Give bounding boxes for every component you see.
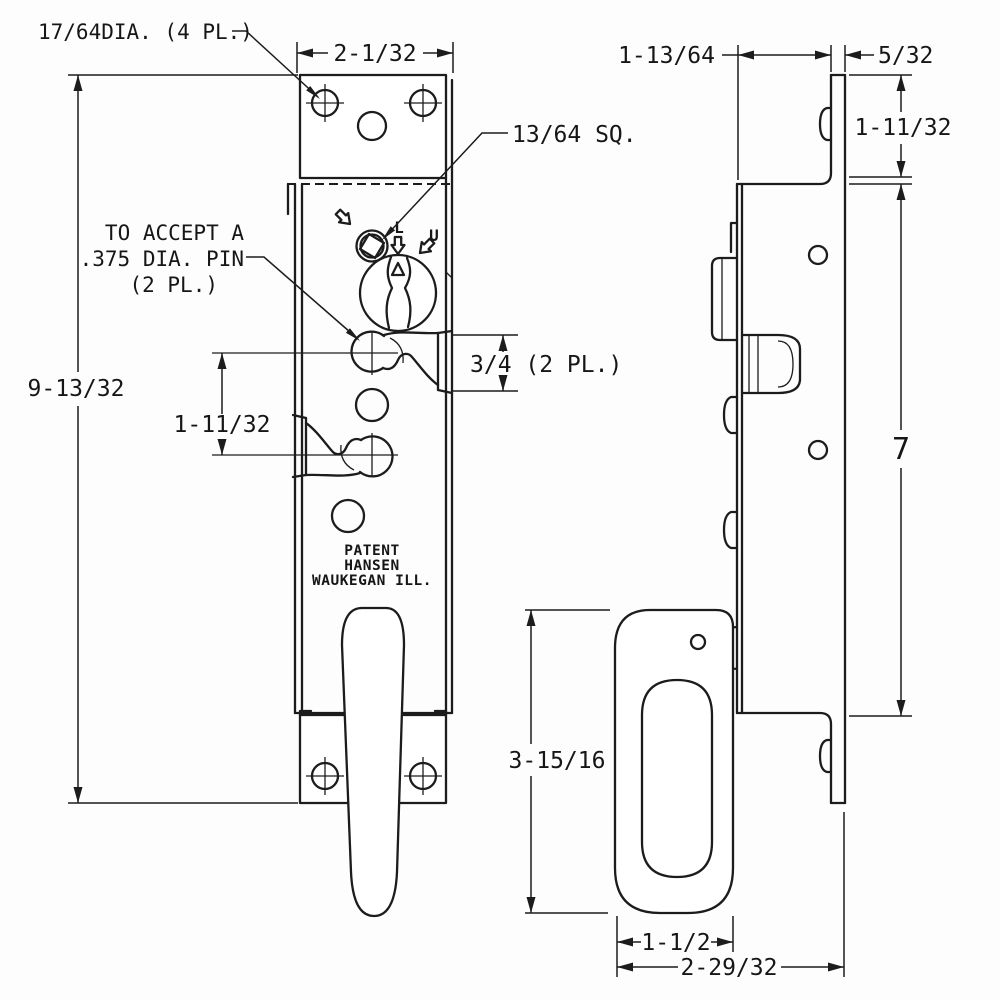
rotation-arrow-icon xyxy=(334,208,352,226)
body-hole xyxy=(354,387,390,423)
cam-mechanism xyxy=(358,253,438,333)
handle-front xyxy=(340,606,406,918)
handle-grip-slot xyxy=(640,678,714,879)
latch-body-side xyxy=(710,73,847,805)
square-hole xyxy=(358,232,386,260)
dim-hook-size-value: 3/4 (2 PL.) xyxy=(470,352,622,378)
dim-top-width: 2-1/32 xyxy=(296,41,454,73)
latch-hook-lower xyxy=(291,413,394,479)
dim-body-height: 7 xyxy=(849,183,912,717)
mounting-hole xyxy=(306,757,344,795)
mounting-hole xyxy=(306,84,344,122)
pin-note-line3: (2 PL.) xyxy=(129,273,218,297)
side-view: 1-13/64 5/32 1-11/32 7 xyxy=(509,43,952,981)
hook-block-side xyxy=(740,333,802,395)
dim-handle-length: 3-15/16 xyxy=(509,609,610,914)
body-hole xyxy=(330,498,366,534)
cam-lock-label: L xyxy=(394,218,404,237)
side-hole xyxy=(807,244,829,266)
dim-offset-width-value: 1-13/64 xyxy=(618,43,715,69)
cam-unlock-label: U xyxy=(429,226,439,245)
pin-note-line1: TO ACCEPT A xyxy=(105,221,244,245)
dim-handle-length-value: 3-15/16 xyxy=(509,748,606,774)
patent-text-line1: PATENT xyxy=(344,543,399,559)
handle-side xyxy=(613,608,735,915)
dim-offset-width: 1-13/64 xyxy=(618,43,846,180)
patent-text-line3: WAUKEGAN ILL. xyxy=(312,573,432,589)
leader-pin-note xyxy=(246,256,360,341)
mounting-plate-top xyxy=(298,73,448,180)
flange-boss xyxy=(818,738,833,774)
latch-hook-upper xyxy=(350,329,454,395)
mounting-hole xyxy=(404,84,442,122)
handle-hole xyxy=(689,633,707,651)
edge-bump xyxy=(722,510,739,550)
side-hole xyxy=(807,439,829,461)
mounting-hole xyxy=(404,757,442,795)
side-tab xyxy=(710,256,739,342)
dia-note: 17/64DIA. (4 PL.) xyxy=(38,20,253,44)
dim-flange-height-value: 1-11/32 xyxy=(855,115,952,141)
dim-overall-height-value: 9-13/32 xyxy=(28,376,125,402)
leader-square-note xyxy=(382,132,508,240)
dim-overall-depth-value: 2-29/32 xyxy=(681,955,778,981)
dim-top-width-value: 2-1/32 xyxy=(333,41,416,67)
square-drive-hole xyxy=(355,229,389,263)
dim-flange-height: 1-11/32 xyxy=(849,74,952,178)
plate-center-hole xyxy=(356,110,388,142)
unlock-direction-arrow-icon xyxy=(418,237,436,255)
cam-index-triangle xyxy=(390,261,406,277)
dim-handle-width: 1-1/2 xyxy=(616,916,734,977)
dim-overall-height: 9-13/32 xyxy=(28,74,298,804)
flange-boss xyxy=(818,106,833,142)
patent-text-line2: HANSEN xyxy=(344,558,399,574)
front-view: L U xyxy=(28,20,637,918)
square-note: 13/64 SQ. xyxy=(512,122,637,148)
dim-hook-size: 3/4 (2 PL.) xyxy=(452,334,622,392)
dim-pin-spacing-value: 1-11/32 xyxy=(174,412,271,438)
dim-handle-width-value: 1-1/2 xyxy=(641,930,710,956)
dim-pin-spacing: 1-11/32 xyxy=(174,353,271,455)
dim-overall-depth: 2-29/32 xyxy=(617,812,845,981)
dim-flange-thickness: 5/32 xyxy=(845,43,933,69)
lock-direction-arrow-icon xyxy=(390,235,406,256)
dim-flange-thickness-value: 5/32 xyxy=(878,43,933,69)
dim-body-height-value: 7 xyxy=(892,432,910,467)
edge-bump xyxy=(722,395,739,435)
pin-note-line2: .375 DIA. PIN xyxy=(80,247,244,271)
